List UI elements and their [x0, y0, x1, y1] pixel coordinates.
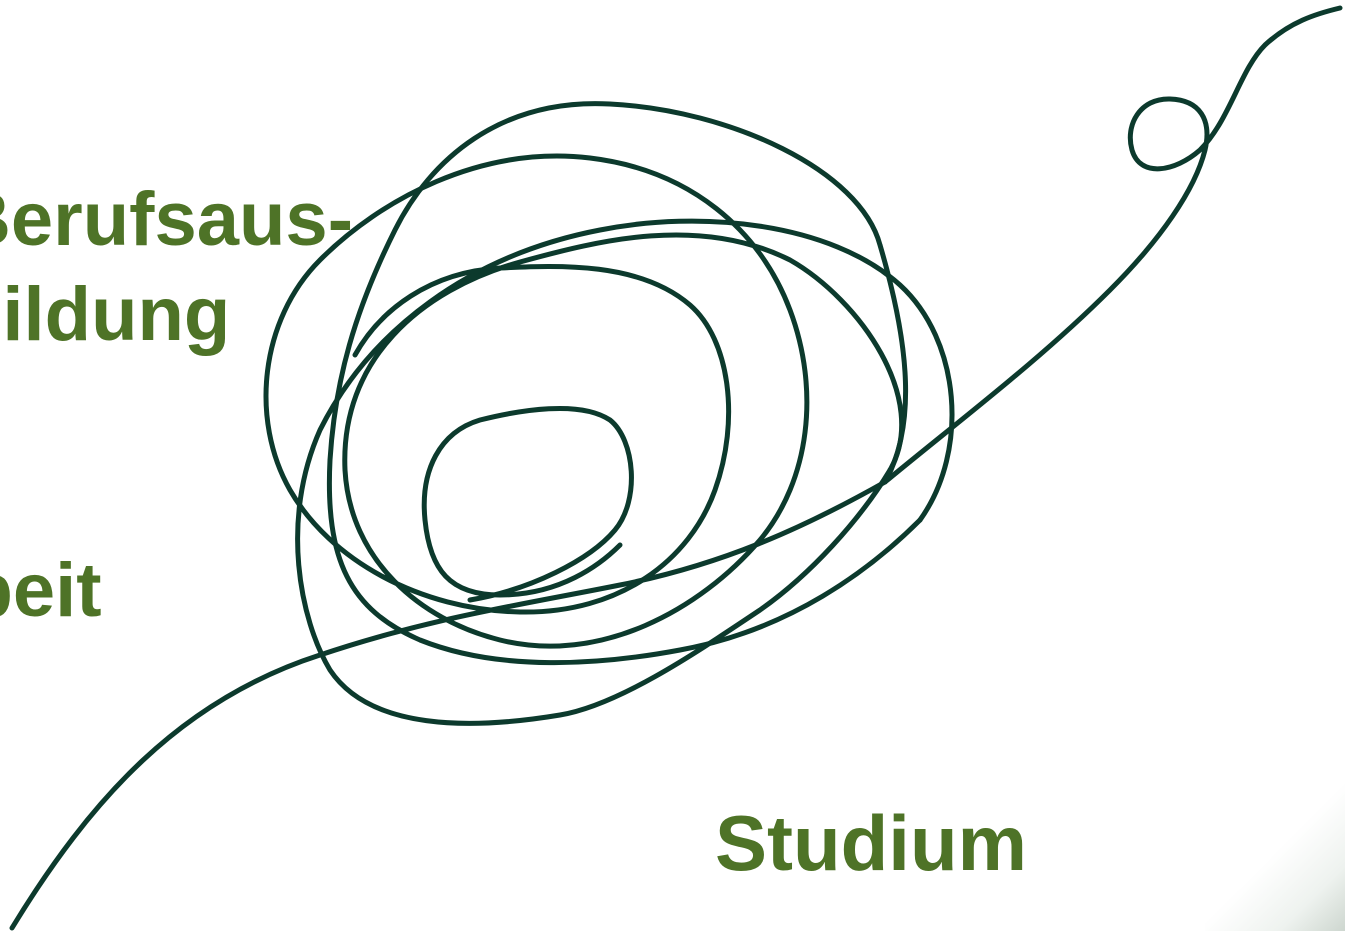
corner-shade [1205, 741, 1345, 931]
label-berufsausbildung-line1: Berufsaus- [0, 172, 353, 267]
label-berufsausbildung-line2: bildung [0, 267, 353, 362]
label-arbeit: Arbeit [0, 553, 102, 629]
label-berufsausbildung: Berufsaus- bildung [0, 172, 353, 362]
scribble-loop-inner [424, 408, 631, 600]
scribble-loop-wide [298, 221, 952, 723]
label-studium: Studium [715, 804, 1027, 882]
